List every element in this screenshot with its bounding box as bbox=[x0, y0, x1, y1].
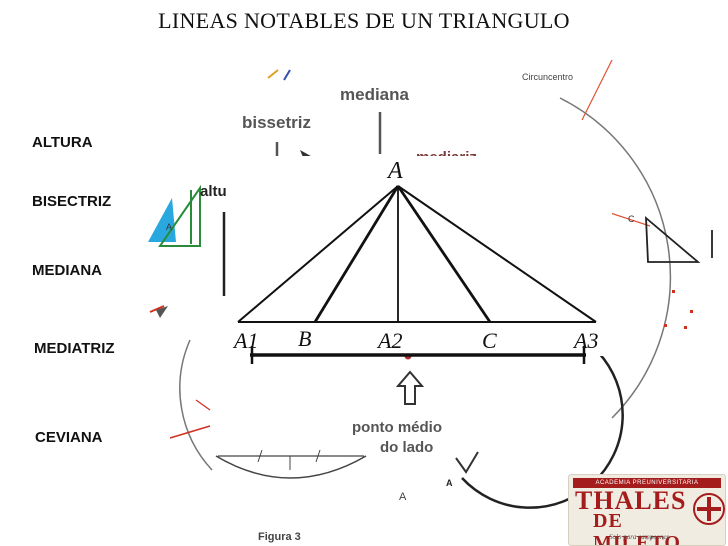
label-a3: A3 bbox=[572, 328, 598, 353]
a-label-bottom-bold: A bbox=[446, 478, 453, 488]
circumcircle-arc bbox=[559, 97, 672, 419]
topic-mediatriz: MEDIATRIZ bbox=[34, 340, 115, 357]
decor-mark bbox=[283, 69, 291, 81]
topic-ceviana: CEVIANA bbox=[35, 429, 103, 446]
bissetriz-label: bissetriz bbox=[242, 113, 311, 132]
topic-altura: ALTURA bbox=[32, 134, 93, 151]
topic-mediana: MEDIANA bbox=[32, 262, 102, 279]
cevian-ab bbox=[313, 185, 400, 323]
topic-bisectriz: BISECTRIZ bbox=[32, 193, 112, 210]
label-a2: A2 bbox=[376, 328, 402, 353]
do-lado-label: do lado bbox=[380, 439, 433, 456]
label-c: C bbox=[482, 328, 497, 353]
background-fragments bbox=[148, 59, 713, 509]
logo-main-text: THALES bbox=[575, 486, 687, 515]
ponto-medio-label: ponto médio bbox=[352, 419, 442, 436]
decor-mark bbox=[267, 69, 279, 79]
green-triangle bbox=[158, 184, 201, 247]
perpendicular-bisector bbox=[581, 59, 613, 121]
circuncentro-label: Circuncentro bbox=[522, 72, 573, 82]
lower-arc bbox=[215, 455, 367, 479]
slide-title: LINEAS NOTABLES DE UN TRIANGULO bbox=[158, 8, 570, 33]
arrow-up-icon bbox=[395, 370, 425, 405]
tick-mark bbox=[195, 399, 211, 411]
red-dots bbox=[664, 290, 693, 329]
cevian-ac bbox=[396, 185, 492, 323]
tick-mark bbox=[315, 449, 321, 463]
a-label-bottom: A bbox=[399, 491, 407, 503]
mediatriz-arc bbox=[179, 339, 213, 471]
blue-triangle bbox=[148, 198, 176, 242]
tick-mark bbox=[257, 449, 263, 463]
label-a1: A1 bbox=[232, 328, 258, 353]
vertex-a-label: A bbox=[386, 158, 403, 184]
tick-mark bbox=[149, 305, 165, 313]
a-label-small: A bbox=[166, 222, 172, 232]
c-label-small: C bbox=[628, 214, 635, 224]
logo-sub-text: DE MILETO bbox=[593, 510, 681, 546]
main-diagram-panel bbox=[232, 156, 612, 356]
logo-slogan: Solo para campeones bbox=[609, 533, 670, 541]
decor-mark bbox=[156, 306, 168, 318]
ceviana-line bbox=[169, 425, 211, 439]
angle-mark bbox=[455, 451, 479, 474]
emblem-icon bbox=[693, 493, 725, 525]
figura-label: Figura 3 bbox=[258, 531, 301, 543]
label-b: B bbox=[298, 326, 311, 351]
main-triangle bbox=[237, 185, 597, 323]
small-triangle bbox=[645, 215, 701, 263]
side-a-a1 bbox=[237, 185, 399, 323]
side-a-a3 bbox=[397, 185, 597, 323]
thales-de-mileto-logo: ACADEMIA PREUNIVERSITARIA THALES DE MILE… bbox=[568, 474, 726, 546]
logo-banner: ACADEMIA PREUNIVERSITARIA bbox=[573, 478, 721, 488]
altura-fragment-label: altu bbox=[200, 183, 227, 200]
mediana-label: mediana bbox=[340, 85, 410, 104]
